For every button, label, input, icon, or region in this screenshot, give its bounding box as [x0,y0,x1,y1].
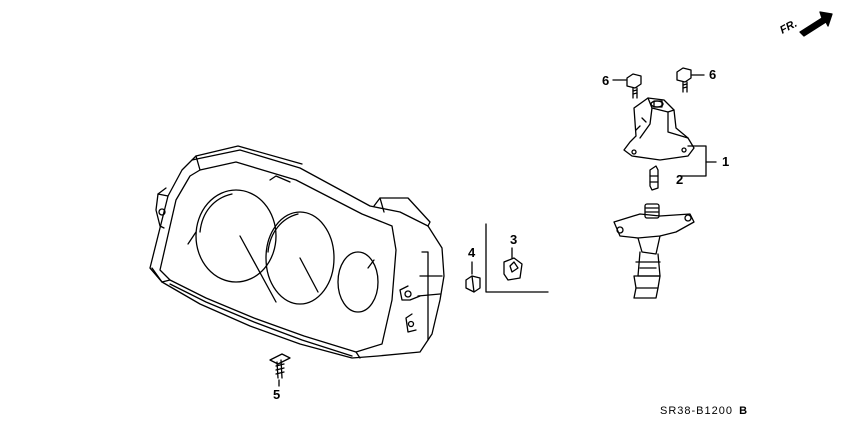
callout-3: 3 [510,232,518,247]
part-1-bracket [623,97,695,161]
callout-4: 4 [468,245,476,260]
drawing-code-suffix: B [739,405,749,417]
callout-5: 5 [273,387,281,402]
callout-6-left: 6 [602,73,610,88]
part-3-clip [503,247,523,281]
callout-1: 1 [722,154,730,169]
gauge-assembly [149,145,445,359]
group-bracket-3-4 [485,223,549,293]
callout-6-right: 6 [709,67,717,82]
part-6-bolt-left [612,73,642,99]
drawing-code: SR38-B1200 B [660,405,748,417]
part-2-pin [649,165,659,191]
speed-sensor [613,203,695,299]
leader-1-2 [679,145,717,177]
front-direction-arrow-icon [799,11,833,37]
part-5-screw [269,353,291,387]
part-4-clip [465,261,481,293]
part-6-bolt-right [676,67,705,93]
callout-2: 2 [676,172,684,187]
drawing-code-main: SR38-B1200 [660,405,733,417]
